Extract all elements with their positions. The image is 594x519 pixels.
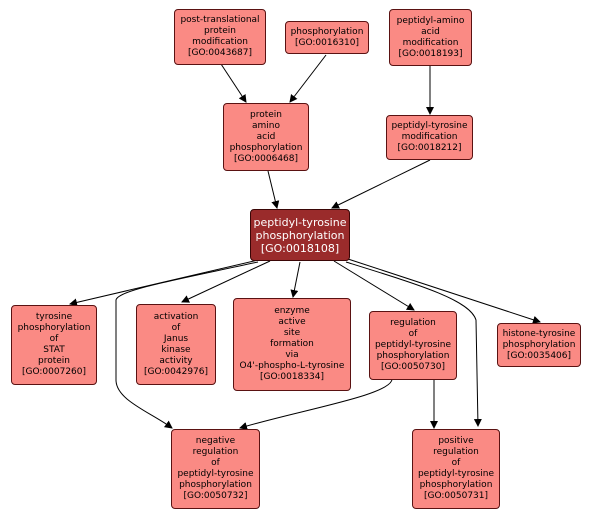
edge-focus-to-regulation xyxy=(333,260,415,311)
node-label: regulation of peptidyl-tyrosine phosphor… xyxy=(374,318,452,372)
node-label: positive regulation of peptidyl-tyrosine… xyxy=(417,436,495,501)
node-label: negative regulation of peptidyl-tyrosine… xyxy=(177,436,254,501)
node-protein-amino-acid-phosphorylation[interactable]: protein amino acid phosphorylation [GO:0… xyxy=(223,103,309,171)
node-label: peptidyl-tyrosine phosphorylation [GO:00… xyxy=(253,215,347,255)
node-peptidyl-tyrosine-modification[interactable]: peptidyl-tyrosine modification [GO:00182… xyxy=(386,115,473,160)
node-activation-of-janus-kinase-activity[interactable]: activation of Janus kinase activity [GO:… xyxy=(136,304,216,385)
edge-regulation-to-negative xyxy=(239,378,393,430)
node-positive-regulation-of-peptidyl-tyrosine-phosphorylation[interactable]: positive regulation of peptidyl-tyrosine… xyxy=(412,429,500,509)
node-label: tyrosine phosphorylation of STAT protein… xyxy=(17,312,91,377)
node-label: histone-tyrosine phosphorylation [GO:003… xyxy=(502,328,576,361)
node-enzyme-active-site-formation[interactable]: enzyme active site formation via O4'-pho… xyxy=(233,298,351,391)
edge-focus-to-janus xyxy=(181,260,271,303)
node-peptidyl-amino-acid-modification[interactable]: peptidyl-amino acid modification [GO:001… xyxy=(389,9,472,66)
edge-phosphorylation-to-protein-aa-phos xyxy=(289,54,327,103)
node-label: protein amino acid phosphorylation [GO:0… xyxy=(229,109,303,164)
node-label: peptidyl-tyrosine modification [GO:00182… xyxy=(391,121,468,153)
node-label: activation of Janus kinase activity [GO:… xyxy=(143,311,209,377)
node-negative-regulation-of-peptidyl-tyrosine-phosphorylation[interactable]: negative regulation of peptidyl-tyrosine… xyxy=(171,429,260,509)
edge-post-translational-to-protein-aa-phos xyxy=(220,63,247,103)
edge-focus-to-positive xyxy=(345,261,482,427)
edge-tyr-mod-to-focus xyxy=(331,159,431,209)
edge-focus-to-histone xyxy=(347,258,541,324)
node-phosphorylation[interactable]: phosphorylation [GO:0016310] xyxy=(285,21,369,54)
edge-focus-to-enzyme xyxy=(290,261,301,298)
edge-focus-to-negative xyxy=(115,261,259,429)
node-histone-tyrosine-phosphorylation[interactable]: histone-tyrosine phosphorylation [GO:003… xyxy=(497,323,581,367)
edge-protein-aa-phos-to-focus xyxy=(267,170,280,209)
node-label: post-translational protein modification … xyxy=(180,15,260,58)
node-label: enzyme active site formation via O4'-pho… xyxy=(239,306,345,382)
node-peptidyl-tyrosine-phosphorylation-focus[interactable]: peptidyl-tyrosine phosphorylation [GO:00… xyxy=(250,209,350,261)
node-label: peptidyl-amino acid modification [GO:001… xyxy=(396,15,465,59)
node-tyrosine-phosphorylation-of-stat-protein[interactable]: tyrosine phosphorylation of STAT protein… xyxy=(11,305,97,385)
node-regulation-of-peptidyl-tyrosine-phosphorylation[interactable]: regulation of peptidyl-tyrosine phosphor… xyxy=(369,311,457,380)
node-post-translational-protein-modification[interactable]: post-translational protein modification … xyxy=(174,9,266,65)
node-label: phosphorylation [GO:0016310] xyxy=(290,26,364,48)
